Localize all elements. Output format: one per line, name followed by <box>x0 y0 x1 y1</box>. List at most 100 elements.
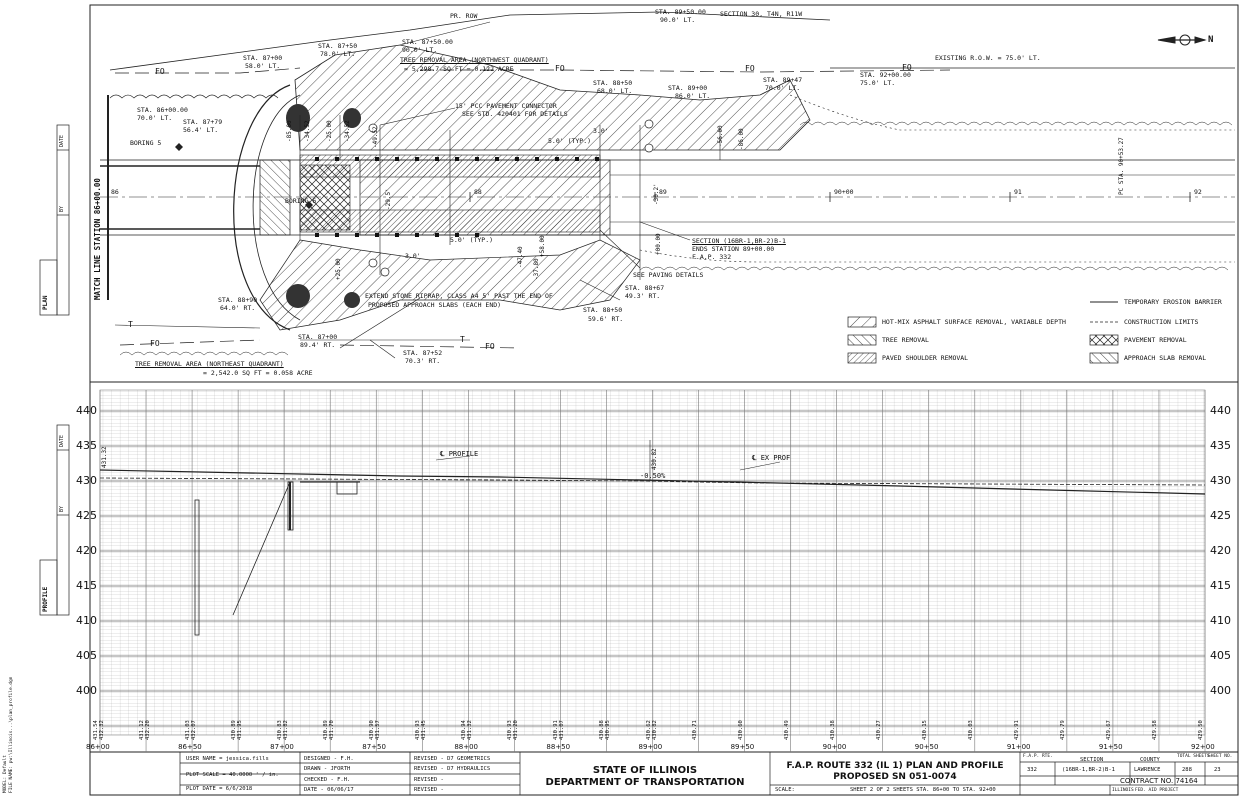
revised: REVISED - D7 GEOMETRICS <box>414 756 491 762</box>
date-label: DATE <box>59 134 65 147</box>
station-offset: 86.0' LT. <box>675 92 711 100</box>
plot-date: PLOT DATE = 6/6/2018 <box>186 786 253 792</box>
station-label: STA. 92+00.00 <box>860 71 911 79</box>
offset-label: -37.80 <box>533 258 540 280</box>
station-label: STA. 87+52 <box>403 349 443 357</box>
elevation-value: 429.50 <box>1198 720 1204 740</box>
revised: REVISED - D7 HYDRAULICS <box>414 766 491 772</box>
drawn: DRAWN - JFORTH <box>304 766 351 772</box>
y-tick-label: 420 <box>1210 544 1231 557</box>
y-tick-label: 410 <box>1210 614 1231 627</box>
station-label: STA. 88+90 <box>218 296 258 304</box>
pcc-note-1: 15' PCC PAVEMENT CONNECTOR <box>455 102 557 110</box>
y-tick-label: 405 <box>1210 649 1231 662</box>
legend-hma-removal: HOT-MIX ASPHALT SURFACE REMOVAL, VARIABL… <box>882 318 1066 326</box>
section-note-1: SECTION (16BR-1,BR-2)B-1 <box>692 237 786 245</box>
by-label: BY <box>59 205 65 212</box>
scale-label: SCALE: <box>775 787 795 793</box>
station-label: STA. 87+00 <box>243 54 283 62</box>
offset-label: -85.00 <box>286 120 293 142</box>
station-offset: 78.0' LT. <box>320 50 356 58</box>
elevation-value: 430.71 <box>691 720 698 740</box>
station-label: STA. 88+50 <box>593 79 633 87</box>
typ-dim-bottom: 5.0' (TYP.) <box>450 236 494 244</box>
offset-label: -34.52 <box>344 120 351 142</box>
start-elevation: 431.32 <box>101 446 108 468</box>
station-offset: 49.3' RT. <box>625 292 661 300</box>
offset-label: -34.52 <box>304 120 311 142</box>
legend-tree-removal: TREE REMOVAL <box>882 336 929 344</box>
fap-rte-label: F.A.P. RTE. <box>1023 754 1053 759</box>
legend-slab-removal: APPROACH SLAB REMOVAL <box>1124 354 1207 362</box>
station-offset: 89.4' RT. <box>300 341 336 349</box>
station-offset: 70.3' RT. <box>405 357 441 365</box>
elevation-value: 430.03 <box>967 720 974 740</box>
station-label: STA. 86+00.00 <box>137 106 188 114</box>
pc-station-label: PC STA. 90+53.27 <box>1118 137 1125 195</box>
riprap-note-1: EXTEND STONE RIPRAP, CLASS A4 5' PAST TH… <box>365 292 553 300</box>
y-tick-label: 425 <box>76 509 97 522</box>
offset-label: +58.00 <box>539 235 546 257</box>
station-offset: 58.0' LT. <box>245 62 281 70</box>
elevation-value: 430.82 <box>651 720 658 740</box>
y-tick-label: 430 <box>1210 474 1231 487</box>
legend-pavement-removal: PAVEMENT REMOVAL <box>1124 336 1187 344</box>
fo-label: FO <box>150 339 160 348</box>
route-value: 332 <box>1027 767 1037 773</box>
elevation-value: 429.91 <box>1013 720 1020 740</box>
pr-row-label: PR. ROW <box>450 12 478 20</box>
y-tick-label: 410 <box>76 614 97 627</box>
grade-label: -0.50% <box>640 472 666 480</box>
offset-label: -86.00 <box>738 128 745 150</box>
tree-nw-title: TREE REMOVAL AREA (NORTHWEST QUADRANT) <box>400 56 549 64</box>
pcc-note-2: SEE STD. 420401 FOR DETAILS <box>462 110 568 118</box>
station-axis-label: 86+50 <box>178 743 202 751</box>
section-note-2: ENDS STATION 89+00.00 <box>692 245 775 253</box>
station-label: STA. 88+50 <box>583 306 623 314</box>
fed-aid-label: FED. AID PROJECT <box>1135 788 1179 793</box>
pvi-elevation: 430.82 <box>651 448 658 470</box>
station-label: STA. 88+67 <box>625 284 665 292</box>
y-tick-label: 400 <box>76 684 97 697</box>
revised: REVISED - <box>414 787 444 793</box>
station-label: STA. 89+47 <box>763 76 803 84</box>
station-axis-label: 89+50 <box>730 743 755 751</box>
station-axis-label: 91+00 <box>1006 743 1031 751</box>
station-label: STA. 87+50 <box>318 42 358 50</box>
dim-3ft-bottom: 3.0' <box>405 252 421 260</box>
elevation-value: 429.58 <box>1151 720 1158 740</box>
station-label: STA. 89+00 <box>668 84 708 92</box>
elevation-value: 430.49 <box>783 720 790 740</box>
county-value: LAWRENCE <box>1134 767 1161 773</box>
fo-label: FO <box>902 63 912 72</box>
y-tick-label: 430 <box>76 474 97 487</box>
t-label: T <box>128 320 133 329</box>
legend-erosion-barrier: TEMPORARY EROSION BARRIER <box>1124 298 1222 306</box>
fo-label: FO <box>155 67 165 76</box>
centerline-station: 88 <box>474 188 482 196</box>
riprap-note-2: PROPOSED APPROACH SLABS (EACH END) <box>368 301 502 309</box>
elevation-value: 431.20 <box>513 720 520 740</box>
typ-dim-top: 5.0' (TYP.) <box>548 137 592 145</box>
total-sheets-value: 288 <box>1182 767 1192 773</box>
offset-label: +00.00 <box>655 233 662 255</box>
section-label: SECTION <box>1080 757 1104 763</box>
illinois-label: ILLINOIS <box>1112 788 1134 793</box>
elevation-value: 431.95 <box>237 720 244 740</box>
y-tick-label: 415 <box>76 579 97 592</box>
elevation-value: 430.60 <box>737 720 744 740</box>
dim-3ft-top: 3.0' <box>593 127 609 135</box>
fo-label: FO <box>745 64 755 73</box>
offset-label: -49.52 <box>372 126 379 148</box>
station-label: STA. 87+50.00 <box>402 38 453 46</box>
centerline-station: 90+00 <box>834 188 854 196</box>
sheet-title: F.A.P. ROUTE 332 (IL 1) PLAN AND PROFILE <box>786 761 1004 771</box>
elevation-value: 429.79 <box>1059 720 1066 740</box>
elevation-value: 430.38 <box>829 720 836 740</box>
match-line-label: MATCH LINE STATION 86+00.00 <box>93 178 102 300</box>
total-sheets-label: TOTAL SHEETS <box>1177 754 1210 759</box>
paving-note: SEE PAVING DETAILS <box>633 271 704 279</box>
t-label: T <box>460 335 465 344</box>
